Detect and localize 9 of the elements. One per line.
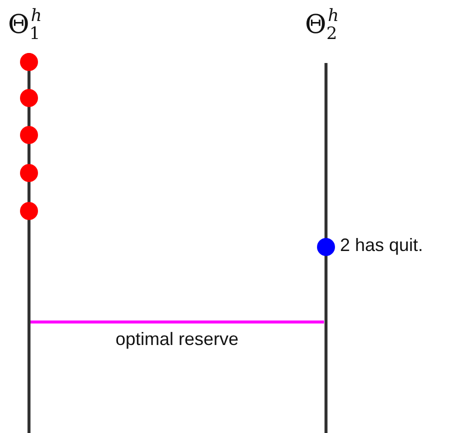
edge-label: optimal reserve [114, 329, 241, 350]
circle-marker [20, 53, 38, 71]
circle-marker [316, 238, 334, 256]
circle-marker [20, 202, 38, 220]
marker-label: 2 has quit. [340, 235, 424, 256]
circle-marker [20, 126, 38, 144]
connector-line [30, 320, 324, 324]
circle-marker [20, 164, 38, 182]
circle-marker [20, 89, 38, 107]
